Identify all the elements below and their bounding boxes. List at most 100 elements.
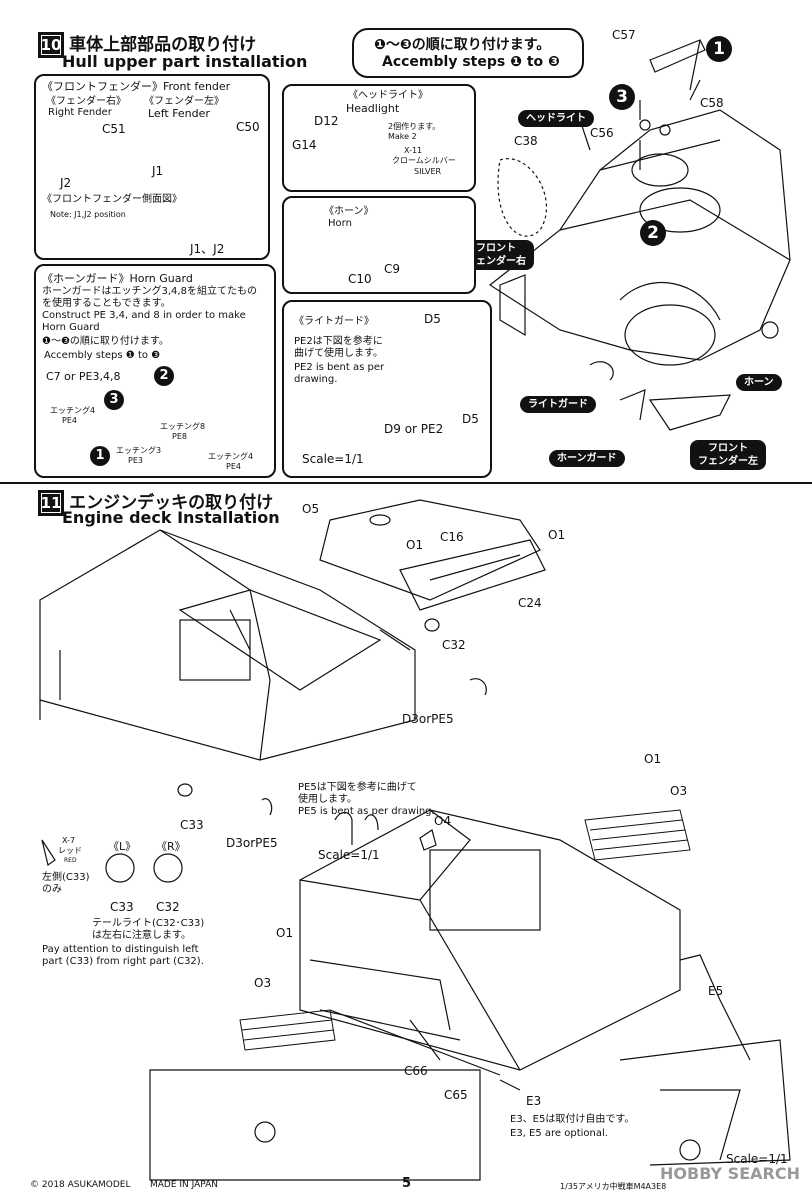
pe4a-jp: エッチング4 xyxy=(50,406,96,415)
tail-paint-jp: レッド xyxy=(58,846,82,855)
part-o3-a: O3 xyxy=(670,784,688,798)
tail-left-note1: 左側(C33) xyxy=(42,872,90,883)
footer-page-number: 5 xyxy=(402,1176,412,1191)
step-marker-3: 3 xyxy=(609,84,635,110)
step11-title-jp: エンジンデッキの取り付け xyxy=(69,493,274,513)
step-marker-1: 1 xyxy=(706,36,732,62)
light-guard-scale: Scale=1/1 xyxy=(302,452,364,466)
part-g14: G14 xyxy=(292,138,317,152)
footer-made-in: MADE IN JAPAN xyxy=(150,1180,219,1190)
horn-guard-box: 《ホーンガード》Horn Guard ホーンガードはエッチング3,4,8を組立て… xyxy=(34,264,276,478)
part-c66: C66 xyxy=(404,1064,428,1078)
part-c38: C38 xyxy=(514,134,538,148)
part-d5b: D5 xyxy=(462,412,479,426)
tail-part-c33: C33 xyxy=(110,900,134,914)
pe5-note-en: PE5 is bent as per drawing. xyxy=(298,806,435,817)
part-c10: C10 xyxy=(348,272,372,286)
front-fender-title: 《フロントフェンダー》Front fender xyxy=(42,80,231,93)
part-e3: E3 xyxy=(526,1094,542,1108)
bottom-scale: Scale=1/1 xyxy=(726,1152,788,1166)
tail-note-en1: Pay attention to distinguish left xyxy=(42,944,199,955)
part-c32: C32 xyxy=(442,638,466,652)
tail-part-c32: C32 xyxy=(156,900,180,914)
label-horn-guard: ホーンガード xyxy=(549,450,625,467)
callout-en: Accembly steps ❶ to ❸ xyxy=(382,54,560,70)
part-o4: O4 xyxy=(434,814,452,828)
label-light-guard: ライトガード xyxy=(520,396,596,413)
hg-marker-2: 2 xyxy=(154,366,174,386)
pe8: PE8 xyxy=(172,432,187,441)
paint-name-jp: クロームシルバー xyxy=(392,156,456,165)
label-horn: ホーン xyxy=(736,374,782,391)
step10-header: 10 車体上部部品の取り付け xyxy=(38,30,256,58)
optional-note-en: E3, E5 are optional. xyxy=(510,1128,608,1139)
tail-note-jp1: テールライト(C32･C33) xyxy=(92,918,205,929)
part-c16: C16 xyxy=(440,530,464,544)
part-c57: C57 xyxy=(612,28,636,42)
pe4b: PE4 xyxy=(226,462,241,471)
headlight-title-en: Headlight xyxy=(346,102,400,115)
side-view-title: 《フロントフェンダー側面図》 xyxy=(42,194,182,205)
light-guard-en1: PE2 is bent as per xyxy=(294,362,385,373)
left-fender-jp: 《フェンダー左》 xyxy=(144,96,224,107)
horn-guard-en2: Horn Guard xyxy=(42,322,100,333)
horn-guard-steps-en: Accembly steps ❶ to ❸ xyxy=(44,350,161,361)
horn-guard-en1: Construct PE 3,4, and 8 in order to make xyxy=(42,310,246,321)
part-e5: E5 xyxy=(708,984,724,998)
hg-marker-1: 1 xyxy=(90,446,110,466)
footer-copyright: © 2018 ASUKAMODEL xyxy=(30,1180,131,1190)
part-c51: C51 xyxy=(102,122,126,136)
part-o1-d: O1 xyxy=(276,926,294,940)
part-o1-b: O1 xyxy=(548,528,566,542)
right-fender-en: Right Fender xyxy=(48,107,112,118)
part-o3-b: O3 xyxy=(254,976,272,990)
part-c58: C58 xyxy=(700,96,724,110)
light-guard-title: 《ライトガード》 xyxy=(294,316,374,327)
part-c33: C33 xyxy=(180,818,204,832)
headlight-make-jp: 2個作ります。 xyxy=(388,122,441,131)
footer-model: 1/35アメリカ中戦車M4A3E8 xyxy=(560,1182,667,1191)
pe3-jp: エッチング3 xyxy=(116,446,162,455)
pe4a: PE4 xyxy=(62,416,77,425)
left-fender-en: Left Fender xyxy=(148,107,210,120)
step11-number: 11 xyxy=(38,490,64,516)
light-guard-en2: drawing. xyxy=(294,374,338,385)
callout-jp: ❶～❸の順に取り付けます。 xyxy=(374,37,551,53)
part-c9: C9 xyxy=(384,262,401,276)
tail-note-en2: part (C33) from right part (C32). xyxy=(42,956,204,967)
step10-title-jp: 車体上部部品の取り付け xyxy=(69,35,257,55)
part-j1: J1 xyxy=(152,164,164,178)
headlight-title-jp: 《ヘッドライト》 xyxy=(348,90,428,101)
part-j2: J2 xyxy=(60,176,72,190)
tail-left-note2: のみ xyxy=(42,884,62,895)
step11-title-en: Engine deck Installation xyxy=(62,508,280,527)
headlight-box: 《ヘッドライト》 Headlight D12 G14 2個作ります。 Make … xyxy=(282,84,476,192)
pe5-scale: Scale=1/1 xyxy=(318,848,380,862)
part-c24: C24 xyxy=(518,596,542,610)
tail-L: 《L》 xyxy=(108,840,137,853)
tail-R: 《R》 xyxy=(156,840,186,853)
side-view-note: Note: J1,J2 position xyxy=(50,210,126,219)
hg-marker-3: 3 xyxy=(104,390,124,410)
light-guard-jp2: 曲げて使用します。 xyxy=(294,348,383,359)
part-c50: C50 xyxy=(236,120,260,134)
pe4b-jp: エッチング4 xyxy=(208,452,254,461)
pe3: PE3 xyxy=(128,456,143,465)
step10-title-en: Hull upper part installation xyxy=(62,52,308,71)
part-o1-c: O1 xyxy=(644,752,662,766)
tail-note-jp2: は左右に注意します。 xyxy=(92,930,191,941)
horn-title-jp: 《ホーン》 xyxy=(324,206,374,217)
watermark-hobby-search: HOBBY SEARCH xyxy=(660,1164,800,1183)
part-c65: C65 xyxy=(444,1088,468,1102)
front-fender-box: 《フロントフェンダー》Front fender 《フェンダー右》 Right F… xyxy=(34,74,270,260)
step10-number: 10 xyxy=(38,32,64,58)
part-o1-a: O1 xyxy=(406,538,424,552)
step10-callout: ❶～❸の順に取り付けます。 Accembly steps ❶ to ❸ xyxy=(352,28,584,78)
tail-paint-en: RED xyxy=(64,857,77,864)
horn-guard-jp2: を使用することもできます。 xyxy=(42,298,171,309)
horn-guard-title: 《ホーンガード》Horn Guard xyxy=(42,272,193,285)
part-d12: D12 xyxy=(314,114,339,128)
horn-title-en: Horn xyxy=(328,218,352,229)
label-front-fender-left: フロント フェンダー左 xyxy=(690,440,766,470)
light-guard-jp1: PE2は下図を参考に xyxy=(294,336,383,347)
